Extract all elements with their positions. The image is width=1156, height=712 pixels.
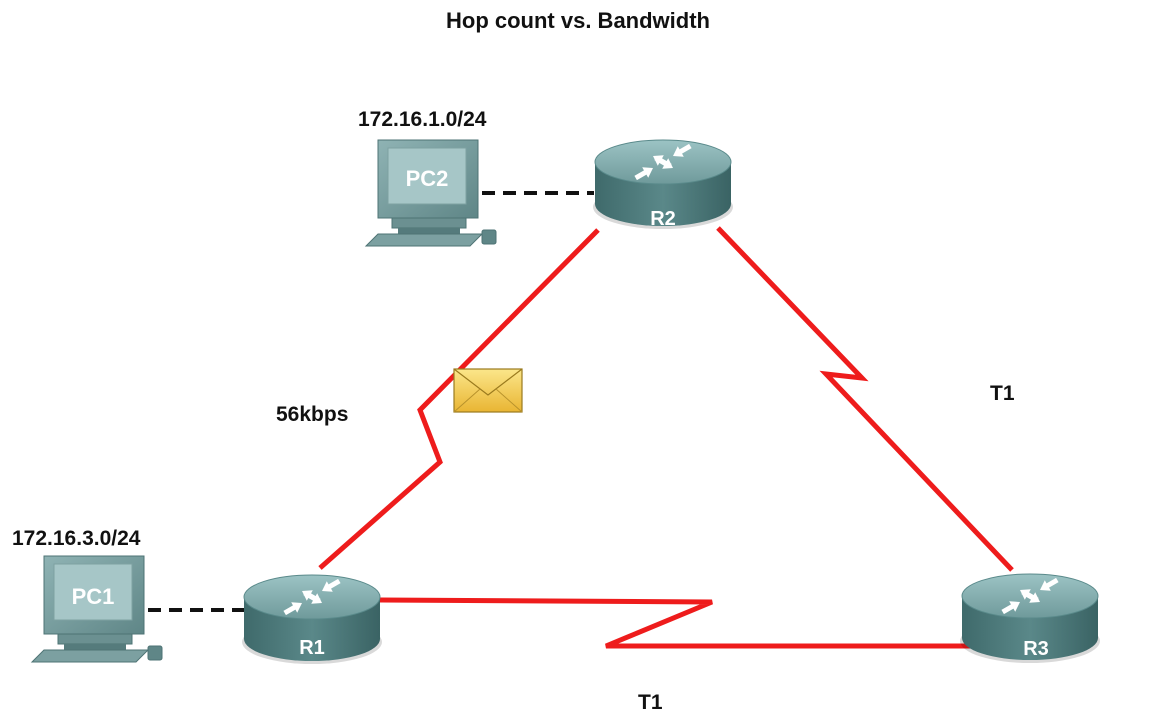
pc2-label: PC2 (406, 166, 449, 191)
router-r2-label: R2 (650, 208, 676, 230)
pc1-subnet-label: 172.16.3.0/24 (12, 527, 141, 550)
link-r1-r3 (379, 597, 972, 649)
envelope-icon (453, 368, 523, 413)
link-r1-r2 (318, 228, 600, 570)
router-r1[interactable]: R1 (241, 574, 383, 665)
diagram-title: Hop count vs. Bandwidth (446, 8, 710, 33)
pc2-subnet-label: 172.16.1.0/24 (358, 108, 487, 131)
pc1-label: PC1 (72, 584, 115, 609)
pc2[interactable]: PC2 (365, 139, 497, 247)
computer-icon (31, 555, 163, 663)
link-r2-r3-bandwidth: T1 (990, 382, 1015, 405)
link-r1-r2-bandwidth: 56kbps (276, 403, 348, 426)
link-r2-r3 (716, 226, 1014, 572)
router-r2[interactable]: R2 (592, 139, 734, 230)
link-r1-r3-bandwidth: T1 (638, 691, 663, 712)
computer-icon (365, 139, 497, 247)
pc1[interactable]: PC1 (31, 555, 163, 663)
router-r1-label: R1 (299, 637, 325, 659)
router-r3[interactable]: R3 (959, 573, 1101, 664)
router-r3-label: R3 (1023, 638, 1049, 660)
